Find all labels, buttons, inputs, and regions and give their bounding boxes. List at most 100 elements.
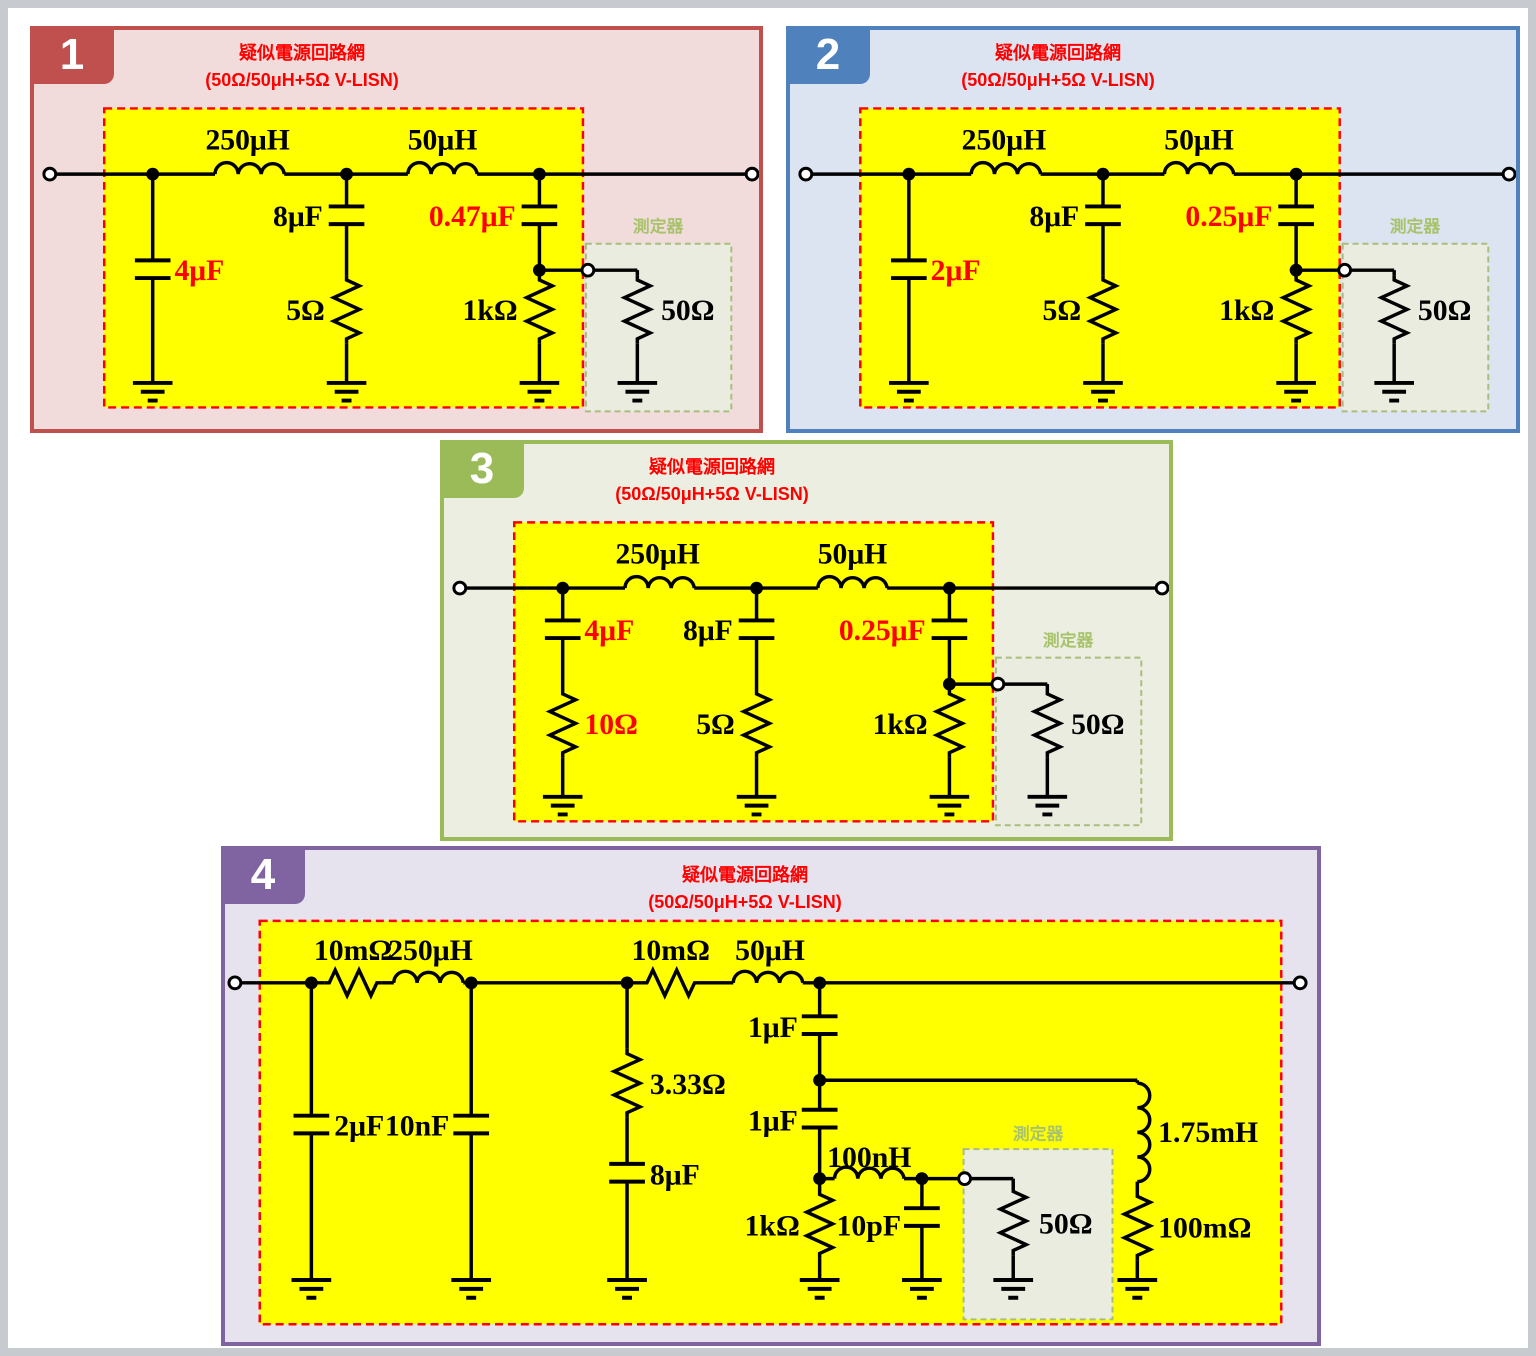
junction-dot xyxy=(532,263,546,277)
junction-dot xyxy=(813,1172,827,1186)
meter-tap-terminal xyxy=(1337,262,1353,278)
output-terminal xyxy=(1292,975,1308,991)
value-label: 50Ω xyxy=(661,295,714,327)
meter-tap-terminal xyxy=(957,1171,973,1187)
junction-dot xyxy=(532,167,546,181)
junction-dot xyxy=(146,167,160,181)
panel-4-circuit: 4 疑似電源回路網 (50Ω/50μH+5Ω V-LISN) 測定器 xyxy=(221,846,1321,1346)
junction-dot xyxy=(1289,167,1303,181)
input-terminal xyxy=(42,166,58,182)
value-label: 1kΩ xyxy=(463,295,518,327)
value-label: 50μH xyxy=(408,125,478,157)
circuit-diagram-4: 測定器 xyxy=(227,919,1308,1326)
value-label-highlight: 10Ω xyxy=(584,709,637,741)
title-line2: (50Ω/50μH+5Ω V-LISN) xyxy=(648,892,842,912)
value-label: 10pF xyxy=(837,1211,902,1243)
title-line2: (50Ω/50μH+5Ω V-LISN) xyxy=(961,70,1155,90)
circuit-title: 疑似電源回路網 (50Ω/50μH+5Ω V-LISN) xyxy=(615,454,808,508)
junction-dot xyxy=(915,1172,929,1186)
title-line1: 疑似電源回路網 xyxy=(648,457,775,477)
circuit-diagram-2: 測定器 xyxy=(798,107,1516,413)
output-terminal xyxy=(1501,166,1516,182)
junction-dot xyxy=(813,1073,827,1087)
value-label: 50Ω xyxy=(1071,709,1124,741)
value-label-highlight: 0.25μF xyxy=(839,615,926,647)
panel-1-circuit: 1 疑似電源回路網 (50Ω/50μH+5Ω V-LISN) 測定器 xyxy=(30,26,763,433)
wires xyxy=(811,160,1504,383)
junction-dot xyxy=(620,976,634,990)
value-label: 250μH xyxy=(615,539,699,571)
junction-dot xyxy=(1096,167,1110,181)
value-label-highlight: 0.25μF xyxy=(1185,201,1272,233)
value-label: 1μF xyxy=(748,1106,798,1138)
value-label: 50μH xyxy=(1164,125,1234,157)
value-label: 250μH xyxy=(388,935,473,967)
lisn-region xyxy=(859,107,1341,409)
junction-dot xyxy=(464,976,478,990)
value-label: 3.33Ω xyxy=(650,1069,726,1101)
output-terminal xyxy=(744,166,759,182)
value-label: 50Ω xyxy=(1418,295,1471,327)
title-line1: 疑似電源回路網 xyxy=(238,43,365,63)
meter-tap-terminal xyxy=(580,262,596,278)
junction-dot xyxy=(813,976,827,990)
panel-number-badge: 1 xyxy=(30,26,114,84)
value-label: 1kΩ xyxy=(744,1211,799,1243)
circuit-title: 疑似電源回路網 (50Ω/50μH+5Ω V-LISN) xyxy=(205,40,398,94)
value-label-highlight: 0.47μF xyxy=(429,201,516,233)
circuit-diagram-3: 測定器 xyxy=(452,521,1169,827)
value-label: 10nF xyxy=(385,1110,450,1142)
input-terminal xyxy=(798,166,814,182)
output-terminal xyxy=(1154,580,1169,596)
title-line2: (50Ω/50μH+5Ω V-LISN) xyxy=(615,484,809,504)
junction-dot xyxy=(902,167,916,181)
value-label: 10mΩ xyxy=(314,935,392,967)
junction-dot xyxy=(556,581,570,595)
value-label-highlight: 4μF xyxy=(174,255,224,287)
meter-tap-terminal xyxy=(990,676,1006,692)
meter-label: 測定器 xyxy=(1390,216,1441,236)
value-label: 8μF xyxy=(650,1160,700,1192)
junction-dot xyxy=(750,581,763,595)
junction-dot xyxy=(340,167,353,181)
title-line2: (50Ω/50μH+5Ω V-LISN) xyxy=(205,70,399,90)
value-label: 250μH xyxy=(205,125,289,157)
value-label: 250μH xyxy=(962,125,1047,157)
title-line1: 疑似電源回路網 xyxy=(994,43,1121,63)
value-label: 5Ω xyxy=(696,709,735,741)
value-label: 8μF xyxy=(683,615,733,647)
value-label: 1kΩ xyxy=(873,709,928,741)
value-label: 5Ω xyxy=(1043,295,1082,327)
junction-dot xyxy=(942,677,956,691)
value-label: 50μH xyxy=(818,539,888,571)
value-label: 50Ω xyxy=(1039,1209,1093,1241)
junction-dot xyxy=(942,581,956,595)
circuit-diagram-1: 測定器 xyxy=(42,107,759,413)
wires xyxy=(240,968,1295,1281)
value-label: 5Ω xyxy=(286,295,325,327)
value-label: 1.75mH xyxy=(1158,1117,1258,1149)
value-label: 2μF xyxy=(334,1110,384,1142)
value-label: 8μF xyxy=(1029,201,1079,233)
circuit-title: 疑似電源回路網 (50Ω/50μH+5Ω V-LISN) xyxy=(961,40,1154,94)
value-label-highlight: 2μF xyxy=(931,255,981,287)
value-label: 10mΩ xyxy=(632,935,710,967)
lisn-region xyxy=(512,521,995,823)
panel-2-circuit: 2 疑似電源回路網 (50Ω/50μH+5Ω V-LISN) 測定器 xyxy=(786,26,1520,433)
panel-number-badge: 2 xyxy=(786,26,870,84)
title-line1: 疑似電源回路網 xyxy=(681,865,808,885)
junction-dot xyxy=(1289,263,1303,277)
meter-label: 測定器 xyxy=(1043,630,1094,650)
meter-label: 測定器 xyxy=(1013,1123,1065,1143)
value-label: 8μF xyxy=(273,201,323,233)
value-label: 50μH xyxy=(735,935,805,967)
value-label: 100mΩ xyxy=(1158,1213,1251,1245)
lisn-region xyxy=(102,107,585,409)
value-label-highlight: 4μF xyxy=(584,615,634,647)
value-label: 1kΩ xyxy=(1219,295,1274,327)
panel-3-circuit: 3 疑似電源回路網 (50Ω/50μH+5Ω V-LISN) 測定器 xyxy=(440,440,1173,841)
circuit-title: 疑似電源回路網 (50Ω/50μH+5Ω V-LISN) xyxy=(648,862,841,916)
panel-number-badge: 3 xyxy=(440,440,524,498)
value-label: 100nH xyxy=(827,1142,911,1174)
